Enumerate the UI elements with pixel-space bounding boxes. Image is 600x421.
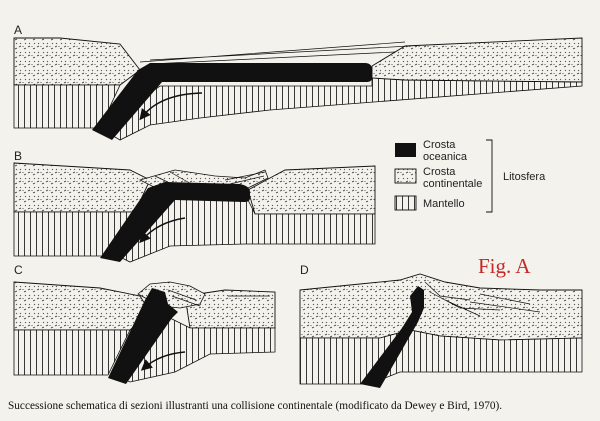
panel-c-subduction-arrow bbox=[140, 351, 186, 371]
panel-d: D bbox=[299, 263, 583, 388]
panel-a-oceanic-slab bbox=[92, 63, 372, 140]
panel-c: C bbox=[13, 263, 276, 384]
legend-oceanic-swatch bbox=[395, 143, 416, 157]
figure-caption: Successione schematica di sezioni illust… bbox=[8, 400, 503, 412]
legend-group-label: Litosfera bbox=[503, 171, 546, 183]
panel-c-left-mantle bbox=[13, 329, 131, 376]
panel-d-oceanic-slab bbox=[360, 286, 424, 388]
legend-oceanic-line2: oceanica bbox=[423, 151, 468, 163]
panel-c-fold-lines bbox=[167, 289, 270, 307]
legend: Crosta oceanica Crosta continentale Mant… bbox=[394, 139, 546, 213]
panel-a-sediments bbox=[139, 41, 411, 65]
panel-c-left-crust bbox=[13, 281, 151, 331]
panel-b-mantle bbox=[117, 197, 376, 263]
panel-c-label: C bbox=[14, 263, 23, 277]
panel-a-mantle bbox=[99, 77, 583, 141]
panel-b-subduction-arrow bbox=[139, 217, 186, 244]
panel-b-oceanic-slab bbox=[100, 182, 250, 262]
panel-a: A bbox=[13, 23, 583, 141]
panel-c-oceanic-slab bbox=[108, 288, 178, 384]
figure-label: Fig. A bbox=[478, 254, 531, 278]
legend-bracket bbox=[486, 139, 493, 213]
legend-mantle-label: Mantello bbox=[423, 198, 465, 210]
panel-d-fold-lines bbox=[424, 281, 541, 317]
legend-mantle-swatch bbox=[394, 195, 417, 211]
panel-a-subduction-arrow bbox=[139, 92, 203, 121]
panel-b-wedge-lines bbox=[154, 171, 266, 189]
panel-b-right-crust bbox=[247, 165, 376, 215]
legend-continental-line1: Crosta bbox=[423, 166, 456, 178]
legend-oceanic-line1: Crosta bbox=[423, 139, 456, 151]
panel-c-right-crust bbox=[184, 289, 276, 329]
panel-a-right-crust bbox=[371, 37, 583, 83]
panel-b-label: B bbox=[14, 149, 22, 163]
panel-d-crust bbox=[299, 273, 583, 341]
panel-a-label: A bbox=[14, 23, 22, 37]
legend-continental-swatch bbox=[394, 168, 417, 184]
panel-a-left-crust bbox=[13, 37, 141, 86]
panel-d-label: D bbox=[300, 263, 309, 277]
legend-continental-line2: continentale bbox=[423, 178, 482, 190]
panel-b-left-crust bbox=[13, 162, 151, 213]
panel-b: B bbox=[13, 149, 376, 263]
